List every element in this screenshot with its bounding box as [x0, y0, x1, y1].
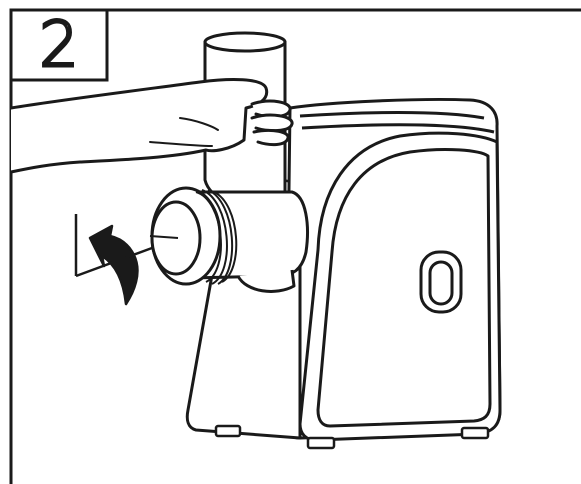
step-number-box: 2: [11, 8, 107, 81]
step-number: 2: [39, 8, 78, 81]
power-switch: [421, 252, 461, 312]
rotate-arrow-icon: [90, 226, 137, 304]
